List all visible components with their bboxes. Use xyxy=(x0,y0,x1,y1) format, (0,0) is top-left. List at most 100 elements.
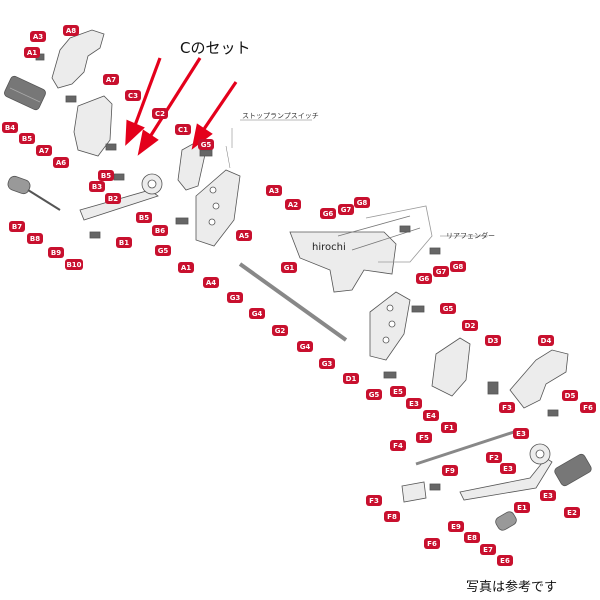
svg-text:B4: B4 xyxy=(5,124,15,132)
svg-text:E7: E7 xyxy=(483,546,493,554)
svg-text:G5: G5 xyxy=(158,247,169,255)
footer-note: 写真は参考です xyxy=(466,579,557,595)
svg-text:D3: D3 xyxy=(488,337,499,345)
svg-text:G3: G3 xyxy=(322,360,333,368)
svg-text:E3: E3 xyxy=(503,465,513,473)
label-b5: B5 xyxy=(19,133,35,144)
label-g4: G4 xyxy=(249,308,265,319)
label-e6: E6 xyxy=(497,555,513,566)
bracket-plate-a1 xyxy=(73,95,113,157)
label-a3: A3 xyxy=(266,185,282,196)
label-b2: B2 xyxy=(105,193,121,204)
svg-text:G5: G5 xyxy=(201,141,212,149)
label-g8: G8 xyxy=(450,261,466,272)
arrow-1 xyxy=(132,57,162,129)
label-f3: F3 xyxy=(499,402,515,413)
label-d3: D3 xyxy=(485,335,501,346)
svg-text:G6: G6 xyxy=(419,275,430,283)
svg-text:C2: C2 xyxy=(155,110,165,118)
label-e3: E3 xyxy=(540,490,556,501)
label-b4: B4 xyxy=(2,122,18,133)
svg-text:E2: E2 xyxy=(567,509,577,517)
svg-text:G8: G8 xyxy=(453,263,464,271)
svg-text:B9: B9 xyxy=(51,249,61,257)
svg-text:A7: A7 xyxy=(106,76,116,84)
label-e5: E5 xyxy=(390,386,406,397)
label-f6: F6 xyxy=(580,402,596,413)
label-f4: F4 xyxy=(390,440,406,451)
svg-text:B2: B2 xyxy=(108,195,118,203)
label-d5: D5 xyxy=(562,390,578,401)
label-c2: C2 xyxy=(152,108,168,119)
part-labels: A8 A3 A1 A7 B4 B5 A7 A6 C3 C2 C1 G5 B5 B… xyxy=(2,25,596,566)
label-a3: A3 xyxy=(30,31,46,42)
arrow-3 xyxy=(200,81,238,133)
label-b10: B10 xyxy=(65,259,83,270)
svg-text:F3: F3 xyxy=(369,497,379,505)
svg-text:F8: F8 xyxy=(387,513,397,521)
svg-text:D5: D5 xyxy=(565,392,576,400)
label-a5: A5 xyxy=(236,230,252,241)
label-f9: F9 xyxy=(442,465,458,476)
svg-text:G1: G1 xyxy=(284,264,295,272)
footpeg-rubber-e2 xyxy=(554,453,592,487)
svg-text:E4: E4 xyxy=(426,412,436,420)
svg-text:G7: G7 xyxy=(341,206,352,214)
svg-text:D4: D4 xyxy=(541,337,552,345)
brake-lever-e1 xyxy=(459,457,553,501)
svg-text:G6: G6 xyxy=(323,210,334,218)
svg-text:B3: B3 xyxy=(92,183,102,191)
svg-text:E8: E8 xyxy=(467,534,477,542)
svg-text:G5: G5 xyxy=(443,305,454,313)
label-b6: B6 xyxy=(152,225,168,236)
label-a2: A2 xyxy=(285,199,301,210)
svg-text:E3: E3 xyxy=(516,430,526,438)
svg-text:G8: G8 xyxy=(357,199,368,207)
rear-fender-outline xyxy=(365,205,433,263)
svg-text:D1: D1 xyxy=(346,375,357,383)
svg-text:E5: E5 xyxy=(393,388,403,396)
heel-guard-a8 xyxy=(51,29,105,89)
label-g5: G5 xyxy=(366,389,382,400)
label-d4: D4 xyxy=(538,335,554,346)
label-g3: G3 xyxy=(319,358,335,369)
label-b5: B5 xyxy=(136,212,152,223)
label-b3: B3 xyxy=(89,181,105,192)
svg-text:A3: A3 xyxy=(33,33,43,41)
label-e4: E4 xyxy=(423,410,439,421)
shift-peg-b7 xyxy=(7,175,31,195)
svg-text:F4: F4 xyxy=(393,442,403,450)
svg-text:C3: C3 xyxy=(128,92,138,100)
svg-text:G4: G4 xyxy=(300,343,311,351)
bracket-d2 xyxy=(431,337,471,397)
label-f1: F1 xyxy=(441,422,457,433)
svg-text:E3: E3 xyxy=(543,492,553,500)
svg-text:G3: G3 xyxy=(230,294,241,302)
svg-text:G5: G5 xyxy=(369,391,380,399)
label-e3: E3 xyxy=(500,463,516,474)
label-d2: D2 xyxy=(462,320,478,331)
label-e3: E3 xyxy=(406,398,422,409)
svg-text:A7: A7 xyxy=(39,147,49,155)
svg-text:G4: G4 xyxy=(252,310,263,318)
rear-fender-label: リアフェンダー xyxy=(446,231,495,240)
label-e7: E7 xyxy=(480,544,496,555)
label-g6: G6 xyxy=(416,273,432,284)
svg-text:B5: B5 xyxy=(22,135,32,143)
label-a6: A6 xyxy=(53,157,69,168)
label-a1: A1 xyxy=(24,47,40,58)
svg-text:A8: A8 xyxy=(66,27,76,35)
set-c-heading: Cのセット xyxy=(180,39,250,57)
svg-text:B8: B8 xyxy=(30,235,40,243)
label-f2: F2 xyxy=(486,452,502,463)
center-mount-assembly xyxy=(238,205,592,531)
svg-text:F6: F6 xyxy=(583,404,593,412)
footpeg-rubber-b4 xyxy=(4,75,46,111)
label-b8: B8 xyxy=(27,233,43,244)
svg-text:A4: A4 xyxy=(206,279,216,287)
label-e8: E8 xyxy=(464,532,480,543)
svg-text:A1: A1 xyxy=(27,49,37,57)
label-e9: E9 xyxy=(448,521,464,532)
